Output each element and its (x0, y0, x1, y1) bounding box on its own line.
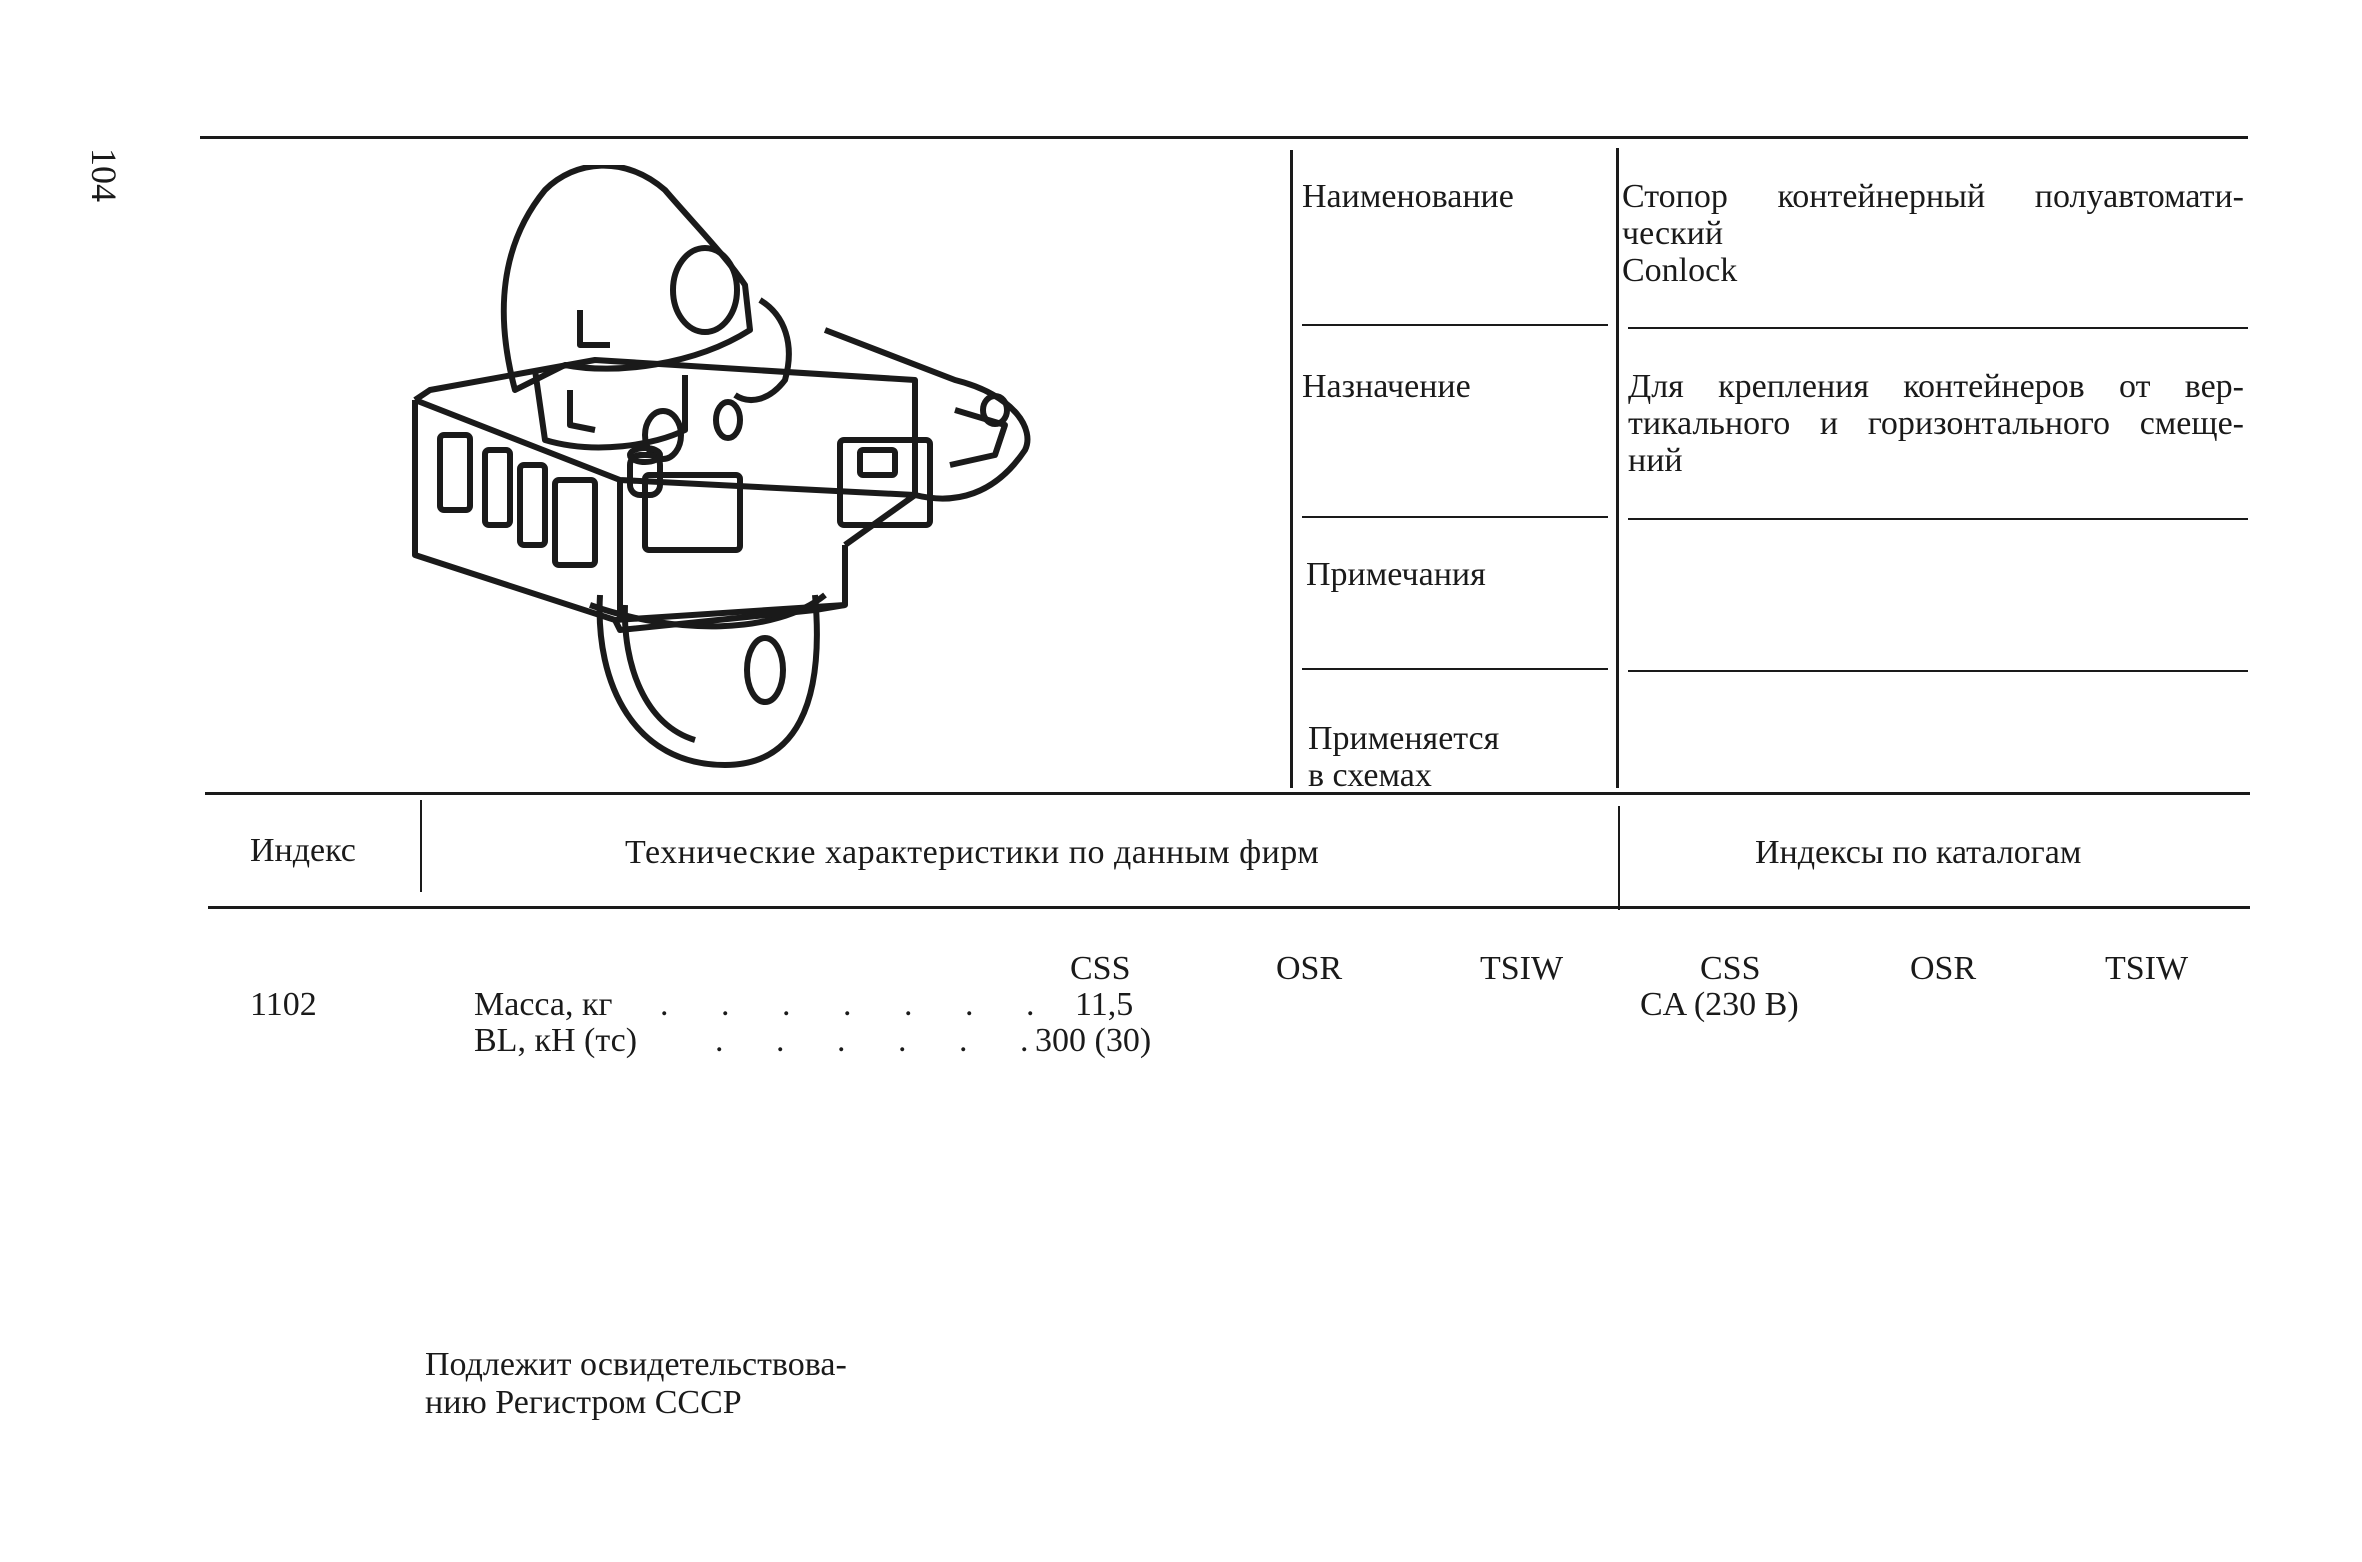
top-rule (200, 136, 2248, 139)
spec-header-bottom-rule (208, 906, 2250, 909)
param-bl-name: BL, кН (тс) (474, 1022, 638, 1059)
page-number: 104 (84, 148, 124, 202)
spec-col-tsiw: TSIW (1480, 950, 1564, 987)
label-notes: Примечания (1306, 556, 1486, 593)
row-catalog-css: CA (230 B) (1640, 986, 1799, 1023)
info-table-left-border (1290, 150, 1293, 788)
info-table-mid-border (1616, 148, 1619, 788)
info-divider-1b (1628, 327, 2248, 329)
value-purpose-line-3: ний (1628, 442, 1683, 479)
label-name: Наименование (1302, 178, 1514, 215)
header-catalogs: Индексы по каталогам (1755, 834, 2082, 871)
container-lock-drawing-icon (412, 165, 1031, 768)
spec-index-divider (420, 800, 422, 892)
spec-col-osr: OSR (1276, 950, 1343, 987)
spec-catalog-divider (1618, 806, 1620, 910)
label-purpose: Назначение (1302, 368, 1471, 405)
value-name: Стопор контейнерный полуавтомати- ческий… (1622, 178, 2244, 289)
catalog-col-tsiw: TSIW (2105, 950, 2189, 987)
label-applied-line-1: Применяется (1308, 720, 1500, 757)
header-specs: Технические характеристики по данным фир… (625, 834, 1320, 871)
label-applied-in-schemes: Применяется в схемах (1308, 720, 1499, 794)
info-divider-1 (1302, 324, 1608, 326)
info-divider-3 (1302, 668, 1608, 670)
info-divider-2b (1628, 518, 2248, 520)
header-index: Индекс (250, 832, 356, 869)
value-purpose-line-2: тикального и горизонтального смеще- (1628, 405, 2244, 442)
footnote-line-1: Подлежит освидетельствова- (425, 1346, 847, 1383)
info-divider-2 (1302, 516, 1608, 518)
value-name-line-2: ческий (1622, 215, 1724, 252)
value-name-line-1: Стопор контейнерный полуавтомати- (1622, 178, 2244, 215)
param-bl-css: 300 (30) (1035, 1022, 1152, 1059)
spec-table-top-rule (205, 792, 2250, 795)
label-applied-line-2: в схемах (1308, 757, 1432, 794)
info-divider-3b (1628, 670, 2248, 672)
footnote: Подлежит освидетельствова- нию Регистром… (425, 1346, 847, 1422)
spec-col-css: CSS (1070, 950, 1131, 987)
footnote-line-2: нию Регистром СССР (425, 1384, 742, 1421)
value-purpose: Для крепления контейнеров от вер- тикаль… (1628, 368, 2244, 479)
row-index: 1102 (250, 986, 317, 1023)
catalog-col-css: CSS (1700, 950, 1761, 987)
value-purpose-line-1: Для крепления контейнеров от вер- (1628, 368, 2244, 405)
param-mass-name: Масса, кг (474, 986, 613, 1023)
param-mass-css: 11,5 (1075, 986, 1134, 1023)
value-name-line-3: Conlock (1622, 252, 1738, 289)
catalog-col-osr: OSR (1910, 950, 1977, 987)
param-bl-dots: . . . . . . (715, 1022, 1051, 1059)
param-mass-dots: . . . . . . . (660, 986, 1057, 1023)
